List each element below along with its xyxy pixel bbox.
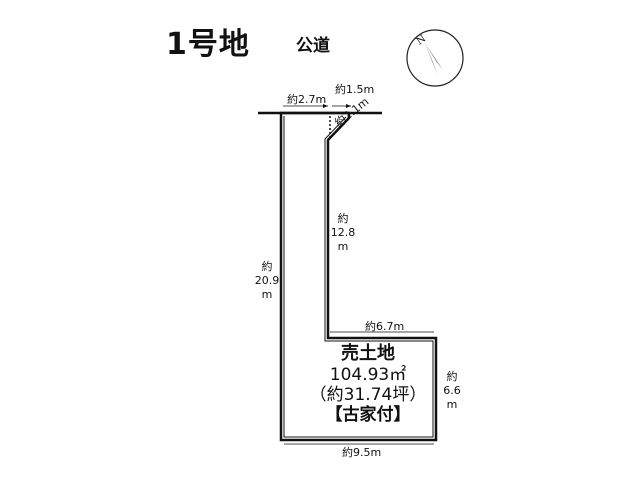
lot-summary: 売土地 104.93㎡ （約31.74坪） 【古家付】 [296, 343, 440, 426]
compass-icon [406, 29, 464, 87]
dim-bottom-label: 約9.5m [342, 446, 382, 459]
dim-right-vertical-label: 約 6.6 m [443, 370, 461, 411]
dim-middle-horizontal-label: 約6.7m [365, 320, 405, 333]
sale-status: 売土地 [341, 343, 395, 364]
dim-top-right-label: 約1.5m [335, 83, 375, 96]
dim-inner-vertical-label: 約 12.8 m [330, 212, 356, 253]
lot-condition: 【古家付】 [325, 405, 411, 426]
road-label: 公道 [296, 36, 330, 56]
area-sqm: 104.93㎡ [329, 364, 407, 385]
dim-top-left-label: 約2.7m [287, 93, 327, 106]
lot-title: 1号地 [166, 27, 250, 62]
arrow-head [323, 104, 328, 108]
arrow-head [346, 104, 351, 108]
lot-boundary [279, 111, 438, 442]
dim-left-vertical-label: 約 20.9 m [254, 260, 280, 301]
area-tsubo: （約31.74坪） [309, 384, 427, 405]
lot-boundary-inner [283, 116, 434, 438]
